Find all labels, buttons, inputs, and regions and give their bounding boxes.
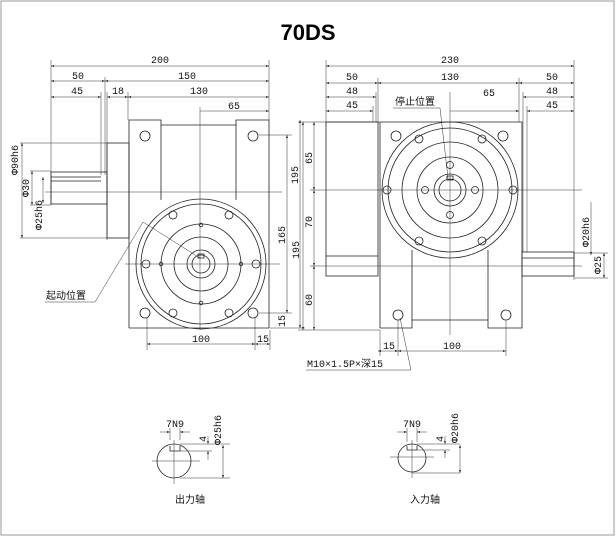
output-key-depth: 4 bbox=[199, 436, 210, 442]
dim-gap-18: 18 bbox=[112, 87, 124, 98]
dim-body-130: 130 bbox=[190, 87, 208, 98]
dim-h-65: 65 bbox=[305, 152, 316, 164]
dim-w-15: 15 bbox=[257, 335, 269, 346]
dim-body-150: 150 bbox=[178, 72, 196, 83]
output-shaft-dia: Φ25h6 bbox=[213, 415, 225, 445]
label-thread-spec: M10×1.5P×深15 bbox=[307, 358, 383, 371]
dim-w-100: 100 bbox=[192, 335, 210, 346]
output-shaft-label: 出力轴 bbox=[175, 493, 205, 506]
drawing-title: 70DS bbox=[280, 20, 335, 45]
right-view: 230 50 130 50 48 48 45 45 65 停止位置 195 65… bbox=[292, 56, 608, 371]
dim-center-130: 130 bbox=[441, 73, 459, 84]
dim-h-195: 195 bbox=[291, 166, 302, 184]
dim-h-60: 60 bbox=[305, 294, 316, 306]
label-start-position: 起动位置 bbox=[46, 289, 86, 302]
dim-right-48: 48 bbox=[546, 87, 558, 98]
dim-half-65: 65 bbox=[228, 102, 240, 113]
dia-20h6: Φ20h6 bbox=[581, 217, 593, 247]
input-key-depth: 4 bbox=[436, 436, 447, 442]
dim-left-48: 48 bbox=[346, 87, 358, 98]
dim-w-15: 15 bbox=[383, 342, 395, 353]
dia-30: Φ30 bbox=[22, 179, 33, 197]
dim-half-65: 65 bbox=[483, 89, 495, 100]
left-view: 200 50 150 45 18 130 65 165 195 15 100 1… bbox=[10, 56, 305, 350]
label-stop-position: 停止位置 bbox=[395, 95, 435, 108]
dim-left-50: 50 bbox=[346, 73, 358, 84]
input-shaft-dia: Φ20h6 bbox=[450, 413, 462, 443]
input-shaft-label: 入力轴 bbox=[410, 493, 440, 506]
dim-h-70: 70 bbox=[305, 216, 316, 228]
dim-overall-230: 230 bbox=[441, 56, 459, 67]
output-key-width: 7N9 bbox=[166, 420, 184, 431]
dim-w-100: 100 bbox=[443, 342, 461, 353]
dim-h-165: 165 bbox=[278, 226, 289, 244]
dia-25h6: Φ25h6 bbox=[34, 200, 46, 230]
output-shaft-section: 7N9 4 Φ25h6 出力轴 bbox=[152, 415, 230, 506]
dim-shaft-45: 45 bbox=[71, 87, 83, 98]
dim-right-45: 45 bbox=[546, 101, 558, 112]
input-key-width: 7N9 bbox=[403, 420, 421, 431]
dim-h-15: 15 bbox=[278, 315, 289, 327]
dim-left-45: 45 bbox=[346, 101, 358, 112]
input-shaft-section: 7N9 4 Φ20h6 入力轴 bbox=[390, 413, 462, 506]
dim-right-50: 50 bbox=[546, 73, 558, 84]
dim-shaft-50: 50 bbox=[72, 72, 84, 83]
dia-flange: Φ90h6 bbox=[10, 145, 22, 175]
dim-overall-200: 200 bbox=[151, 56, 169, 67]
dia-25: Φ25 bbox=[594, 256, 605, 274]
dim-h-195: 195 bbox=[292, 241, 303, 259]
